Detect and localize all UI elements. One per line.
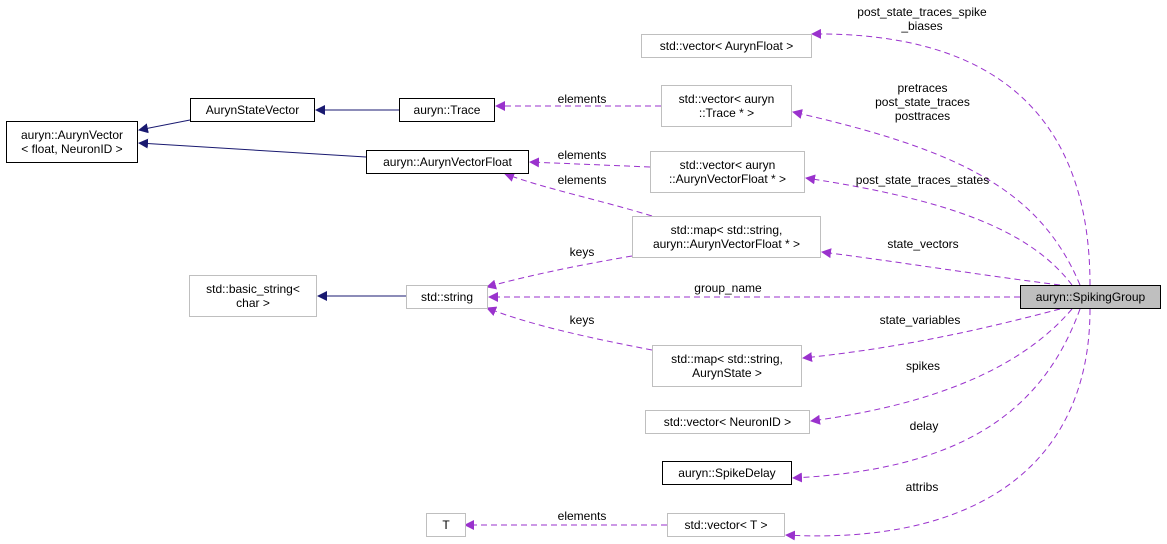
node-aurynvector[interactable]: auryn::AurynVector < float, NeuronID >: [6, 121, 138, 163]
label-keys-map-state: keys: [569, 313, 595, 327]
edge-state-variables: [802, 308, 1061, 363]
label-state-vectors: state_vectors: [887, 237, 959, 251]
node-vector-trace[interactable]: std::vector< auryn ::Trace * >: [661, 85, 792, 127]
label-state-variables: state_variables: [879, 313, 961, 327]
label-delay: delay: [909, 419, 939, 433]
edge-post-state-traces-spike-biases: [811, 28, 1091, 286]
node-aurynvectorfloat[interactable]: auryn::AurynVectorFloat: [366, 150, 529, 174]
edge-inherit-aurynvector-a: [138, 119, 191, 134]
node-std-string[interactable]: std::string: [406, 285, 488, 309]
edge-keys-map-state: [486, 306, 653, 351]
edge-post-state-traces-states: [805, 174, 1073, 286]
label-group-name: group_name: [694, 281, 762, 295]
node-map-aurynvectorfloat[interactable]: std::map< std::string, auryn::AurynVecto…: [632, 216, 821, 258]
edge-delay: [792, 308, 1081, 483]
edge-elements-avf: [529, 157, 651, 168]
edge-spikes: [810, 308, 1073, 425]
node-spike-delay[interactable]: auryn::SpikeDelay: [662, 461, 792, 485]
node-basic-string[interactable]: std::basic_string< char >: [189, 275, 317, 317]
node-aurynstatevector[interactable]: AurynStateVector: [190, 98, 315, 122]
label-spikes: spikes: [905, 359, 940, 373]
label-elements-t: elements: [557, 509, 607, 523]
label-elements-map: elements: [557, 173, 607, 187]
edge-inherit-aurynvector-b: [138, 138, 367, 158]
label-elements-avf: elements: [557, 148, 607, 162]
label-traces: pretraces post_state_traces posttraces: [875, 81, 970, 123]
edge-state-vectors: [821, 248, 1061, 286]
label-keys-map-avf: keys: [569, 245, 595, 259]
label-attribs: attribs: [905, 480, 939, 494]
node-trace[interactable]: auryn::Trace: [399, 98, 495, 122]
label-post-state-traces-states: post_state_traces_states: [855, 173, 990, 187]
node-t[interactable]: T: [426, 513, 466, 537]
label-elements-trace: elements: [557, 92, 607, 106]
label-post-state-traces-spike-biases: post_state_traces_spike _biases: [857, 5, 987, 33]
edge-attribs: [785, 308, 1091, 541]
edge-keys-map-avf: [486, 255, 633, 290]
node-vector-aurynfloat[interactable]: std::vector< AurynFloat >: [641, 34, 812, 58]
node-map-aurynstate[interactable]: std::map< std::string, AurynState >: [652, 345, 802, 387]
node-vector-neuronid[interactable]: std::vector< NeuronID >: [645, 410, 810, 434]
node-vector-t[interactable]: std::vector< T >: [667, 513, 785, 537]
node-spiking-group[interactable]: auryn::SpikingGroup: [1020, 285, 1161, 309]
edge-traces: [792, 109, 1081, 286]
node-vector-aurynvectorfloat[interactable]: std::vector< auryn ::AurynVectorFloat * …: [650, 151, 805, 193]
